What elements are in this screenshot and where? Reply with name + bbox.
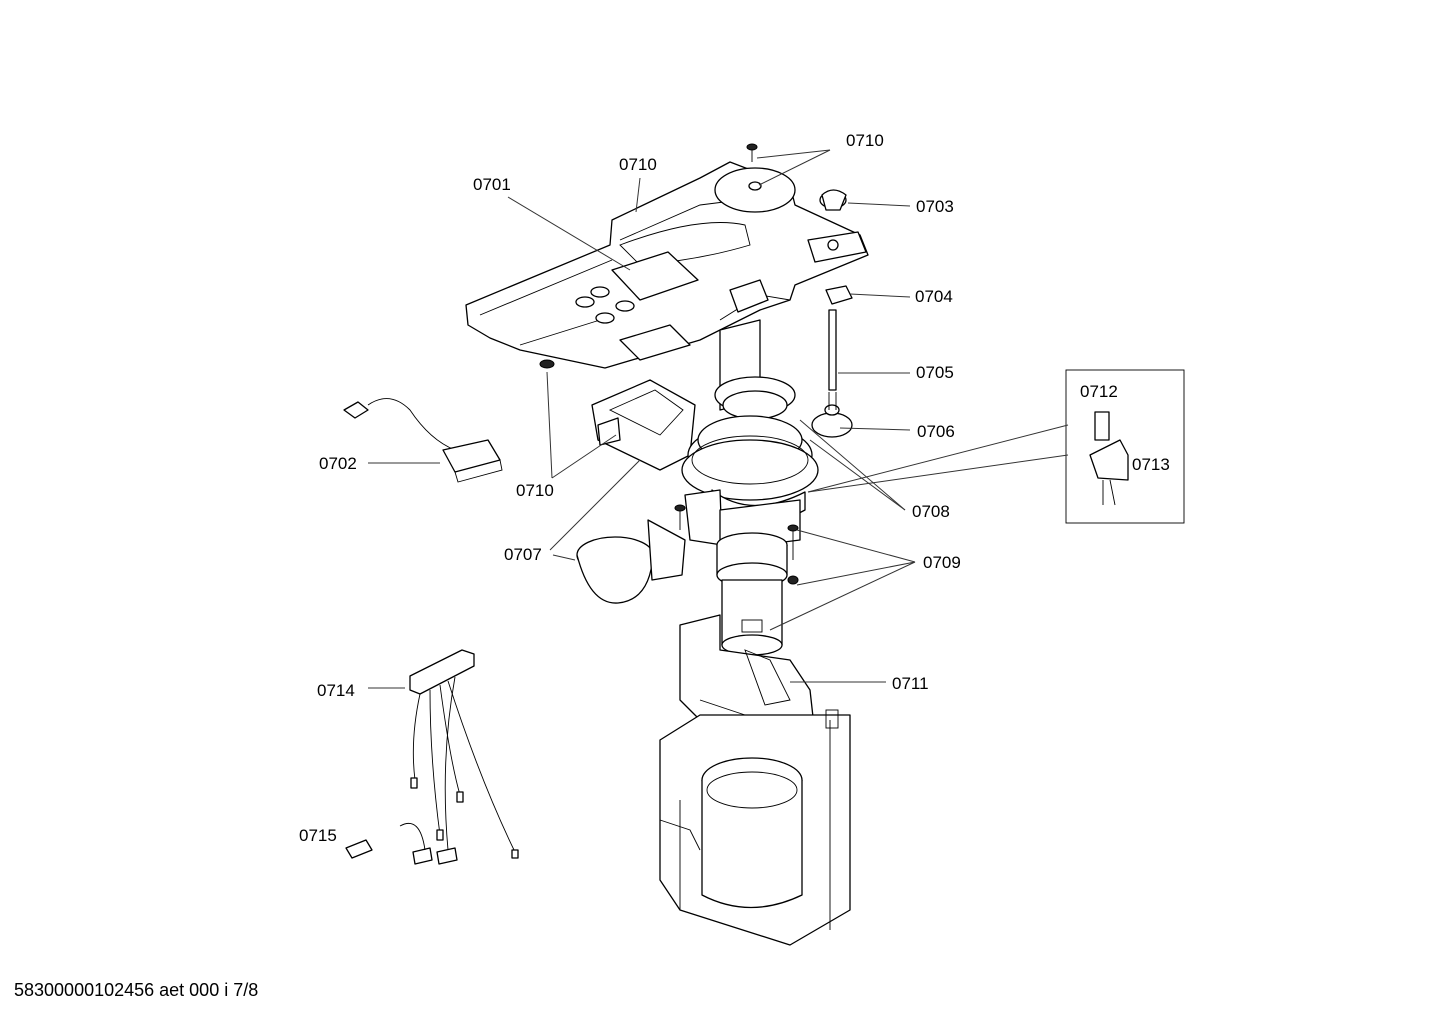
motor-part xyxy=(716,532,788,656)
connector-part xyxy=(345,839,373,859)
callout-0703: 0703 xyxy=(916,197,954,216)
callout-0712: 0712 xyxy=(1080,382,1118,401)
callout-0701: 0701 xyxy=(473,175,511,194)
callout-0711: 0711 xyxy=(892,674,929,693)
document-code: 58300000102456 aet 000 i 7/8 xyxy=(14,980,259,1000)
shaft-part xyxy=(828,309,837,391)
callout-0709: 0709 xyxy=(923,553,961,572)
callout-0704: 0704 xyxy=(915,287,953,306)
callout-0705: 0705 xyxy=(916,363,954,382)
screws-0709 xyxy=(674,504,799,585)
housing-part xyxy=(659,709,851,946)
screw-top xyxy=(746,143,758,162)
clip-part xyxy=(825,285,853,305)
callout-0708: 0708 xyxy=(912,502,950,521)
sensor-cable-part xyxy=(343,398,503,483)
callout-0706: 0706 xyxy=(917,422,955,441)
callout-0713: 0713 xyxy=(1132,455,1170,474)
sensor-box xyxy=(1065,369,1185,524)
callout-0714: 0714 xyxy=(317,681,355,700)
bowl-part xyxy=(576,519,686,604)
callout-labels: 0710 0710 0701 0703 0704 0705 0712 0706 … xyxy=(299,131,1170,845)
grinder-lid-disc xyxy=(714,167,796,213)
callout-0707: 0707 xyxy=(504,545,542,564)
grinder-assembly xyxy=(681,319,819,551)
callout-0710-left: 0710 xyxy=(516,481,554,500)
callout-0710-upper: 0710 xyxy=(619,155,657,174)
nut-left xyxy=(539,359,555,369)
callout-0702: 0702 xyxy=(319,454,357,473)
top-cover-part xyxy=(465,161,869,369)
chute-part xyxy=(591,379,696,471)
knob-cap-part xyxy=(819,189,847,211)
callout-0710-top: 0710 xyxy=(846,131,884,150)
leader-lines xyxy=(368,149,1069,689)
small-gear-part xyxy=(811,392,853,438)
callout-0715: 0715 xyxy=(299,826,337,845)
wire-harness-part xyxy=(399,649,519,865)
